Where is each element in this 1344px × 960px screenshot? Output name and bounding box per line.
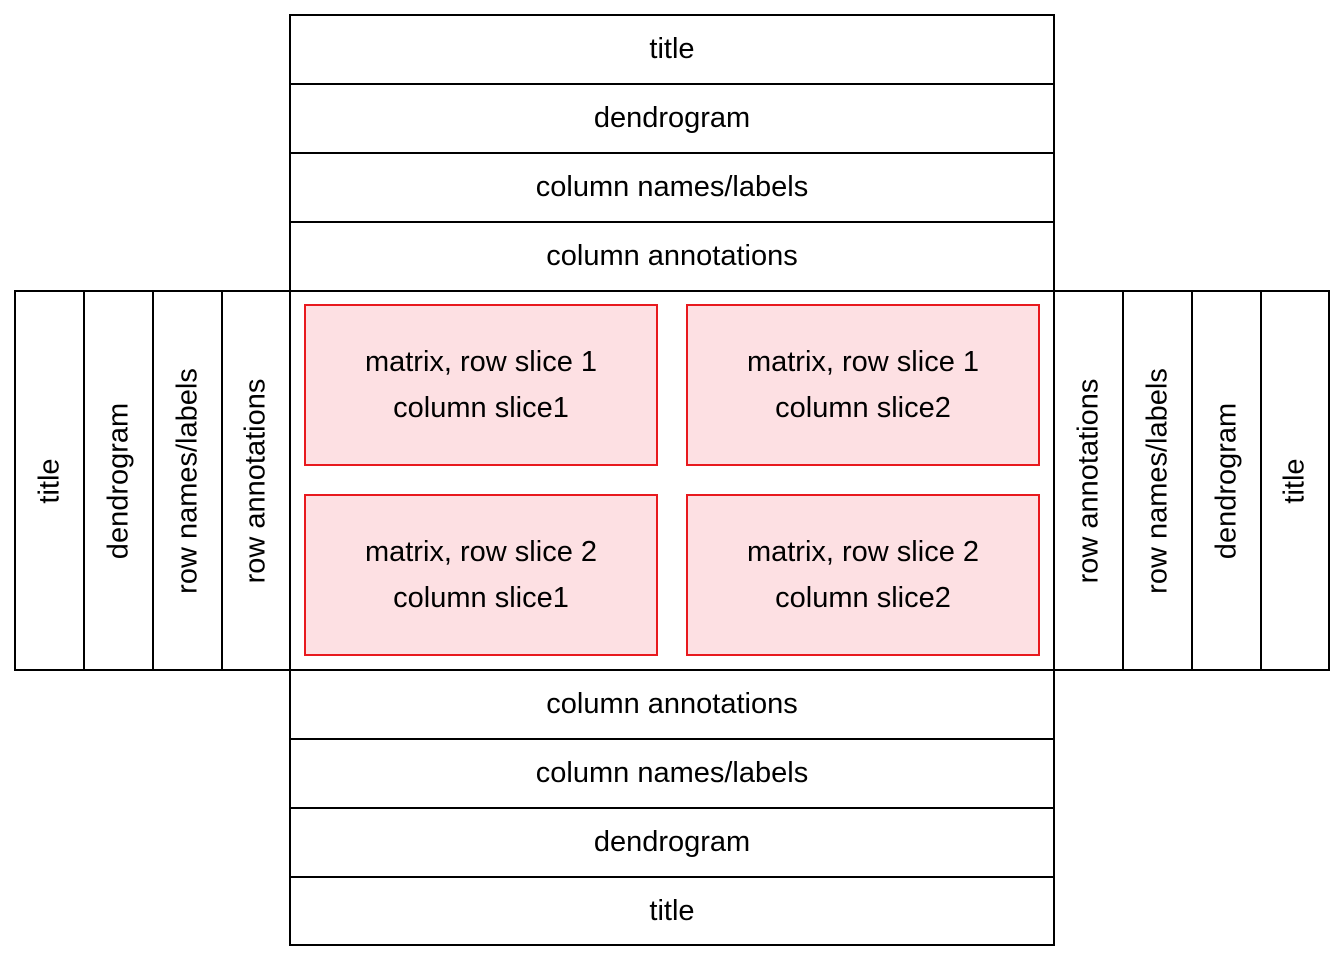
matrix-slice-r2-c2-line1: matrix, row slice 2 [746,536,980,568]
matrix-slice-r1-c1-line2: column slice1 [393,392,569,424]
left-title-label: title [33,457,65,504]
matrix-slice-r1-c2-line2: column slice2 [775,392,951,424]
left-row-annotations: row annotations [221,290,291,671]
top-title: title [289,14,1055,85]
top-column-annotations: column annotations [289,221,1055,292]
right-title: title [1260,290,1330,671]
matrix-slice-r2-c2: matrix, row slice 2 column slice2 [686,494,1040,656]
matrix-slice-r2-c2-line2: column slice2 [775,582,951,614]
left-row-names: row names/labels [152,290,223,671]
left-row-annotations-label: row annotations [239,378,272,583]
right-row-names: row names/labels [1122,290,1193,671]
top-column-names: column names/labels [289,152,1055,223]
matrix-slice-r1-c1-line1: matrix, row slice 1 [364,346,598,378]
left-dendrogram: dendrogram [83,290,154,671]
left-title: title [14,290,85,671]
matrix-slice-r2-c1: matrix, row slice 2 column slice1 [304,494,658,656]
bottom-column-names: column names/labels [289,738,1055,809]
top-dendrogram: dendrogram [289,83,1055,154]
right-title-label: title [1278,457,1311,504]
left-dendrogram-label: dendrogram [102,402,134,559]
bottom-dendrogram: dendrogram [289,807,1055,878]
right-row-names-label: row names/labels [1141,367,1173,594]
right-row-annotations: row annotations [1053,290,1124,671]
bottom-column-annotations: column annotations [289,669,1055,740]
matrix-slice-r1-c2-line1: matrix, row slice 1 [746,346,980,378]
right-row-annotations-label: row annotations [1072,378,1104,583]
matrix-slice-r1-c1: matrix, row slice 1 column slice1 [304,304,658,466]
bottom-title: title [289,876,1055,946]
right-dendrogram-label: dendrogram [1210,402,1242,559]
right-dendrogram: dendrogram [1191,290,1262,671]
matrix-slice-r1-c2: matrix, row slice 1 column slice2 [686,304,1040,466]
left-row-names-label: row names/labels [171,367,203,594]
matrix-slice-r2-c1-line1: matrix, row slice 2 [364,536,598,568]
matrix-slice-r2-c1-line2: column slice1 [393,582,569,614]
